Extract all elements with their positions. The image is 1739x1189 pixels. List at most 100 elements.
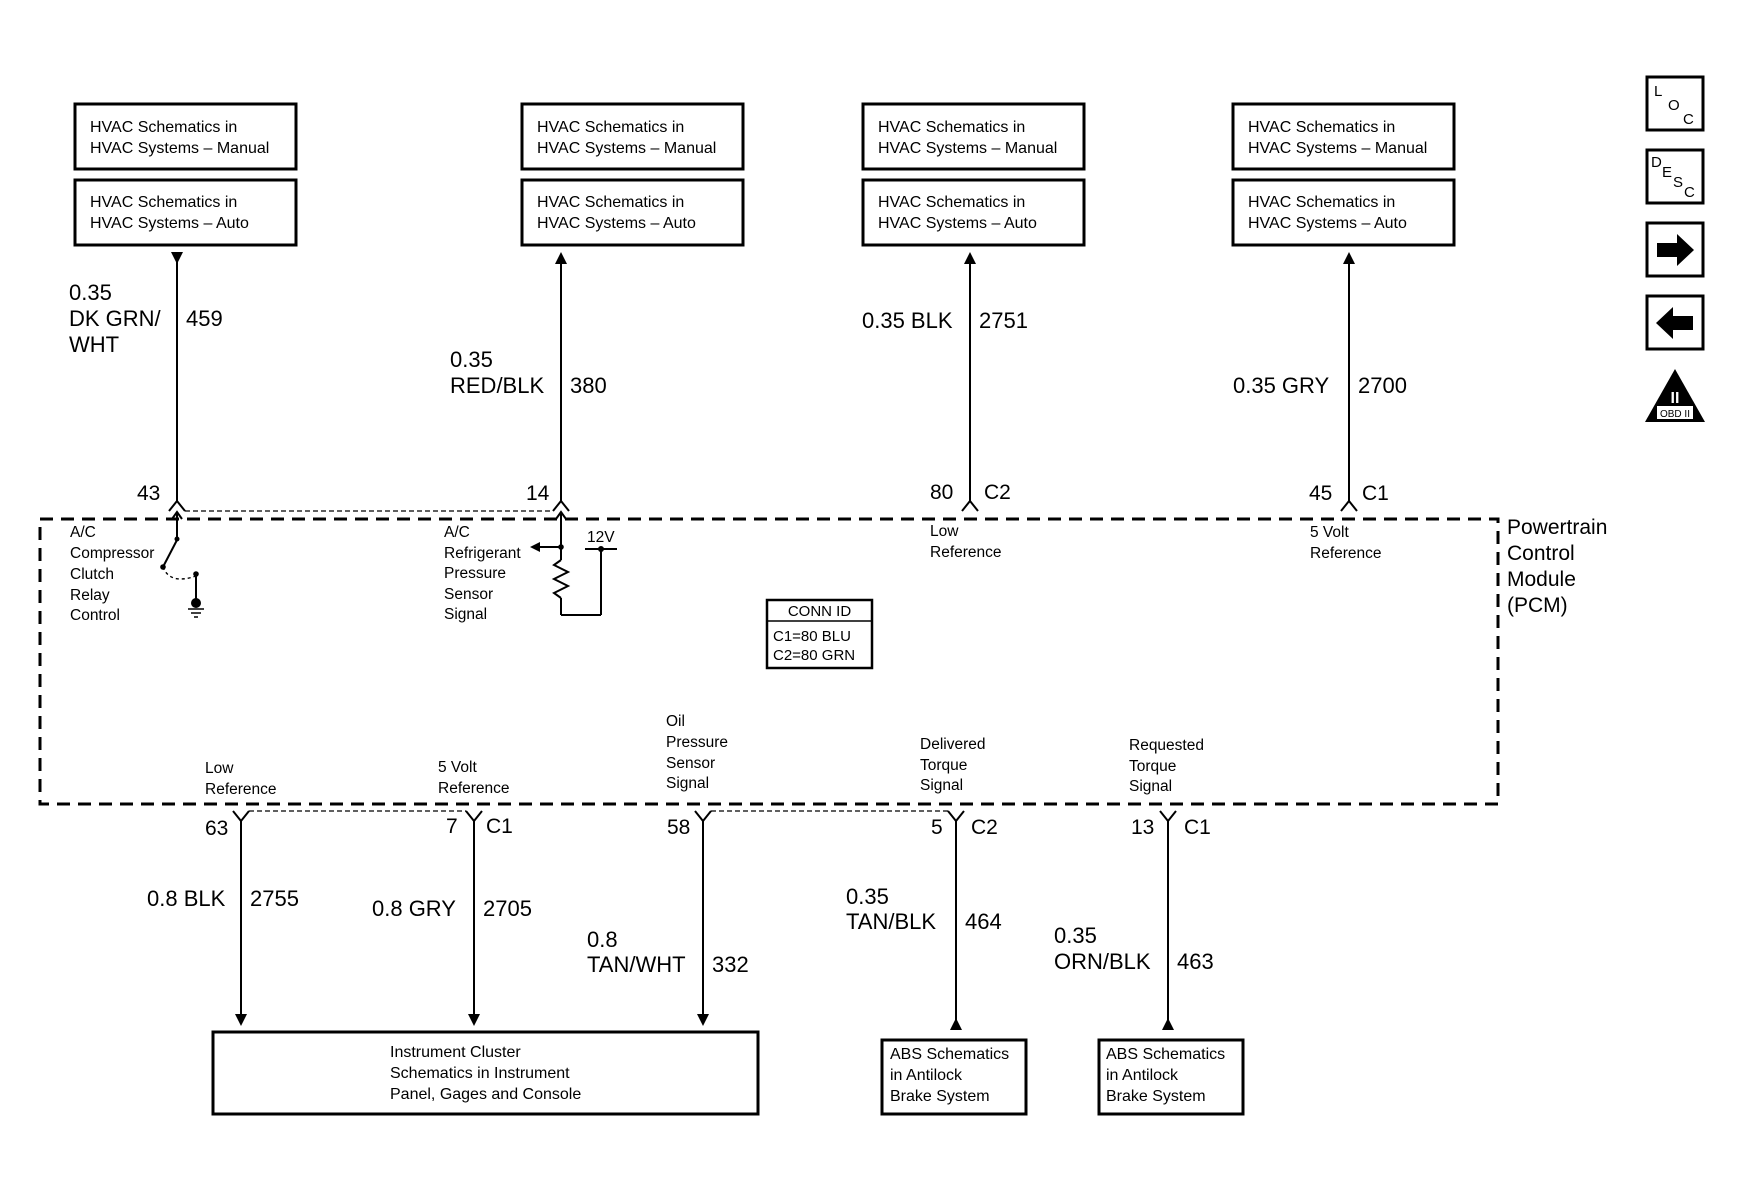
desc-letter: S	[1673, 174, 1683, 191]
label-line: Delivered	[920, 736, 985, 753]
pcm-boundary	[38, 517, 1500, 806]
pin-number: 13	[1131, 816, 1154, 839]
ac-refrigerant-label: A/C Refrigerant Pressure Sensor Signal	[444, 524, 521, 623]
top-pins: 43 14 80 C2 45 C1	[137, 481, 1389, 512]
label-line: Refrigerant	[444, 545, 521, 562]
wire-circuit-number: 2755	[250, 886, 299, 911]
desc-letter: C	[1684, 184, 1695, 201]
pin-number: 7	[446, 815, 458, 838]
hvac-manual-line-1: HVAC Schematics in	[90, 119, 237, 136]
pcm-title-line-1: Powertrain	[1507, 516, 1607, 539]
bottom-pins: 63 7 C1 58 5 C2 13 C1	[205, 810, 1211, 840]
svg-text:2705: 2705	[483, 896, 532, 921]
desc-button[interactable]: D E S C	[1645, 148, 1705, 205]
oil-pressure-sensor-label: Oil Pressure Sensor Signal	[666, 713, 728, 792]
label-line: A/C	[444, 524, 470, 541]
wire-gauge-line-1: 0.8 GRY	[372, 896, 456, 921]
conn-id-line-2: C2=80 GRN	[773, 647, 855, 664]
svg-text:0.35: 0.35	[450, 347, 493, 372]
box-line: Instrument Cluster	[390, 1044, 521, 1061]
svg-text:HVAC Systems – Manual: HVAC Systems – Manual	[878, 140, 1057, 157]
svg-text:HVAC Systems – Manual: HVAC Systems – Manual	[1248, 140, 1427, 157]
label-line: Reference	[930, 544, 1002, 561]
pcm-title: Powertrain Control Module (PCM)	[1507, 516, 1607, 617]
conn-id-line-1: C1=80 BLU	[773, 628, 851, 645]
back-button[interactable]	[1645, 294, 1705, 351]
svg-text:332: 332	[712, 952, 749, 977]
wire-circuit-number: 380	[570, 373, 607, 398]
hvac-box-group-4: HVAC Schematics in HVAC Systems – Manual…	[1231, 102, 1456, 247]
pin-number: 45	[1309, 482, 1332, 505]
svg-text:HVAC Schematics in: HVAC Schematics in	[537, 194, 684, 211]
hvac-box-group-1: HVAC Schematics in HVAC Systems – Manual…	[73, 102, 298, 247]
label-line: Requested	[1129, 737, 1204, 754]
svg-text:2755: 2755	[250, 886, 299, 911]
wire-459: 0.35 DK GRN/ WHT 459	[69, 252, 223, 501]
hvac-auto-line-2: HVAC Systems – Auto	[1248, 215, 1407, 232]
voltage-label: 12V	[587, 529, 615, 546]
label-line: Pressure	[444, 565, 506, 582]
wire-464: 0.35 TAN/BLK 464	[846, 821, 1002, 1030]
wire-gauge-line-1: 0.35	[69, 280, 112, 305]
wire-circuit-number: 332	[712, 952, 749, 977]
abs-schematics-box-2: ABS Schematics in Antilock Brake System	[1097, 1038, 1245, 1116]
svg-text:463: 463	[1177, 949, 1214, 974]
obd-numeral: II	[1671, 390, 1680, 407]
label-line: Torque	[1129, 758, 1176, 775]
pcm-title-line-3: Module	[1507, 568, 1576, 591]
box-line: in Antilock	[890, 1067, 963, 1084]
svg-text:HVAC Systems – Auto: HVAC Systems – Auto	[878, 215, 1037, 232]
hvac-manual-line-2: HVAC Systems – Manual	[1248, 140, 1427, 157]
svg-text:0.35: 0.35	[69, 280, 112, 305]
box-line: Schematics in Instrument	[390, 1065, 570, 1082]
label-line: Signal	[1129, 778, 1172, 795]
obd-label: OBD II	[1660, 409, 1690, 420]
loc-letter: L	[1654, 83, 1662, 100]
svg-text:TAN/WHT: TAN/WHT	[587, 952, 686, 977]
label-line: 5 Volt	[1310, 524, 1349, 541]
svg-text:(PCM): (PCM)	[1507, 594, 1568, 617]
delivered-torque-label: Delivered Torque Signal	[920, 736, 985, 794]
svg-text:HVAC Schematics in: HVAC Schematics in	[1248, 194, 1395, 211]
connector-label: C1	[486, 815, 513, 838]
pin-number: 63	[205, 817, 228, 840]
wire-circuit-number: 463	[1177, 949, 1214, 974]
svg-text:0.8: 0.8	[587, 927, 618, 952]
ac-compressor-label: A/C Compressor Clutch Relay Control	[70, 524, 154, 624]
forward-button[interactable]	[1645, 221, 1705, 278]
wire-arrowhead	[1162, 1018, 1174, 1030]
label-line: Relay	[70, 587, 110, 604]
obd-ii-button[interactable]: II OBD II	[1645, 369, 1705, 422]
loc-letter: O	[1668, 97, 1680, 114]
svg-text:HVAC Schematics in: HVAC Schematics in	[1248, 119, 1395, 136]
label-line: Reference	[438, 780, 510, 797]
label-line: Control	[70, 607, 120, 624]
label-line: Reference	[205, 781, 277, 798]
hvac-manual-line-1: HVAC Schematics in	[878, 119, 1025, 136]
svg-text:0.8 GRY: 0.8 GRY	[372, 896, 456, 921]
label-line: Signal	[444, 606, 487, 623]
wire-circuit-number: 2705	[483, 896, 532, 921]
loc-button[interactable]: L O C	[1645, 75, 1705, 132]
hvac-auto-box	[73, 178, 298, 247]
svg-text:Powertrain: Powertrain	[1507, 516, 1607, 539]
svg-text:DK GRN/: DK GRN/	[69, 306, 162, 331]
wire-circuit-number: 2751	[979, 308, 1028, 333]
wire-arrowhead	[468, 1014, 480, 1026]
hvac-auto-line-2: HVAC Systems – Auto	[878, 215, 1037, 232]
connector-label: C1	[1362, 482, 1389, 505]
label-line: Sensor	[666, 755, 715, 772]
label-line: Low	[205, 760, 234, 777]
wire-gauge-line-1: 0.35	[450, 347, 493, 372]
hvac-auto-line-2: HVAC Systems – Auto	[537, 215, 696, 232]
box-line: ABS Schematics	[1106, 1046, 1225, 1063]
wire-arrowhead	[171, 252, 183, 264]
hvac-auto-line-2: HVAC Systems – Auto	[90, 215, 249, 232]
pin-number: 14	[526, 482, 550, 505]
svg-text:2700: 2700	[1358, 373, 1407, 398]
pcm-title-line-2: Control	[1507, 542, 1575, 565]
label-line: Oil	[666, 713, 685, 730]
wire-arrowhead	[697, 1014, 709, 1026]
wire-380: 0.35 RED/BLK 380	[450, 252, 607, 501]
